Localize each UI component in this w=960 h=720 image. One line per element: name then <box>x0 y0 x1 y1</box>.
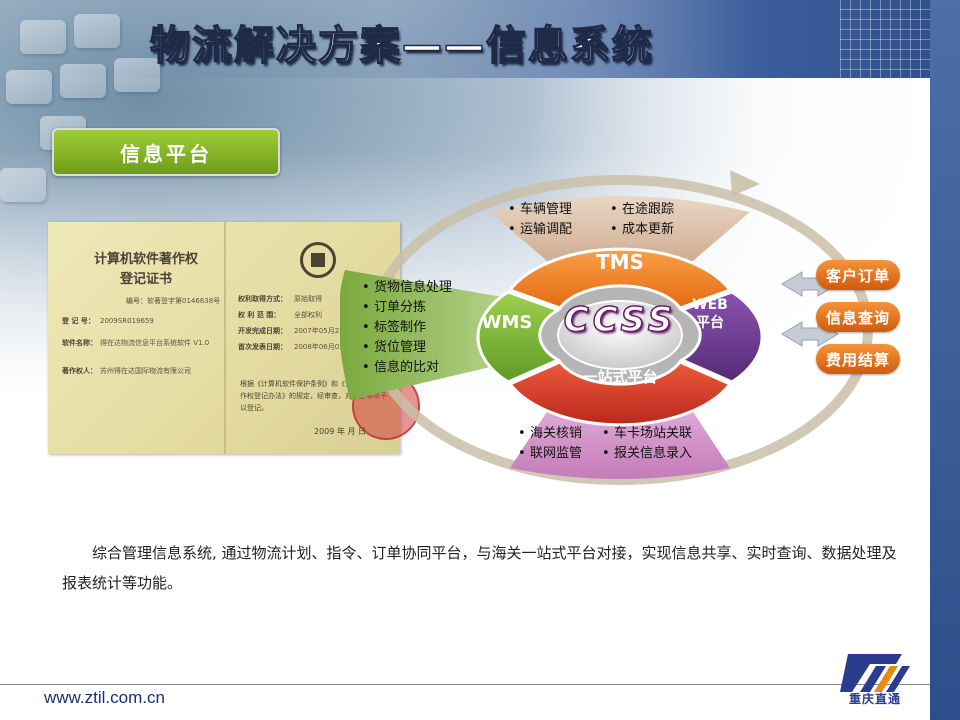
certificate-row: 软件名称：得在达物流信息平台系统软件 V1.0 <box>62 339 210 347</box>
certificate-row: 首次发表日期：2008年06月03日 <box>238 343 351 351</box>
pill-customer-order: 客户订单 <box>816 260 900 290</box>
certificate-row: 权利取得方式：原始取得 <box>238 295 322 303</box>
tms-item: •车辆管理 <box>508 202 573 217</box>
company-logo <box>840 654 910 692</box>
footer-url[interactable]: www.ztil.com.cn <box>44 688 165 707</box>
tms-item: •成本更新 <box>610 222 675 237</box>
certificate-body: 根据《计算机软件保护条例》和《计算机软件著作权登记办法》的规定，经审查，对以上事… <box>240 380 387 412</box>
certificate-row: 权 利 范 围：全部权利 <box>238 311 322 319</box>
ccss-system-diagram: •车辆管理 •在途跟踪 •运输调配 •成本更新 •货物信息处理 •订单分拣 •标… <box>338 160 880 490</box>
certificate-row: 开发完成日期：2007年05月22日 <box>238 327 351 335</box>
wms-item: •信息的比对 <box>362 360 440 375</box>
certificate-fold <box>224 222 226 454</box>
certificate-title: 计算机软件著作权 登记证书 <box>93 252 198 287</box>
right-accent-band <box>930 0 960 720</box>
onestop-item: •海关核销 <box>518 426 583 441</box>
tms-item: •在途跟踪 <box>610 202 675 217</box>
wms-item: •货位管理 <box>362 340 427 355</box>
wms-segment-label: WMS <box>481 312 533 333</box>
tms-item: •运输调配 <box>508 222 573 237</box>
onestop-item: •车卡场站关联 <box>602 426 693 441</box>
onestop-segment-label: 一站式平台 <box>582 368 658 386</box>
certificate-row: 著作权人：苏州得在达国际物流有限公司 <box>62 367 191 375</box>
pill-fee-settlement: 费用结算 <box>816 344 900 374</box>
web-segment-label: WEB 平台 <box>692 297 728 331</box>
national-emblem-icon <box>300 242 336 278</box>
wms-item: •标签制作 <box>362 320 427 335</box>
onestop-item: •报关信息录入 <box>602 446 693 461</box>
ccss-center-label: CCSS <box>563 299 677 341</box>
footer-divider <box>0 684 930 685</box>
header-band <box>0 0 960 78</box>
diagram-graphics <box>338 170 873 485</box>
company-name: 重庆直通 <box>849 692 902 706</box>
certificate-row: 登 记 号：2009SR019659 <box>62 317 154 325</box>
onestop-item: •联网监管 <box>518 446 583 461</box>
wms-item: •货物信息处理 <box>362 280 453 295</box>
certificate-number: 编号：软著登字第0146638号 <box>126 297 221 305</box>
section-badge: 信息平台 <box>52 128 280 176</box>
wms-item: •订单分拣 <box>362 300 427 315</box>
page-title: 物流解决方案——信息系统 <box>149 22 654 70</box>
description-text: 综合管理信息系统, 通过物流计划、指令、订单协同平台，与海关一站式平台对接，实现… <box>62 544 897 592</box>
bg-key <box>0 168 46 202</box>
certificate-date: 2009 年 月 日 <box>314 427 366 436</box>
pill-info-query: 信息查询 <box>816 302 900 332</box>
tms-segment-label: TMS <box>596 250 644 274</box>
